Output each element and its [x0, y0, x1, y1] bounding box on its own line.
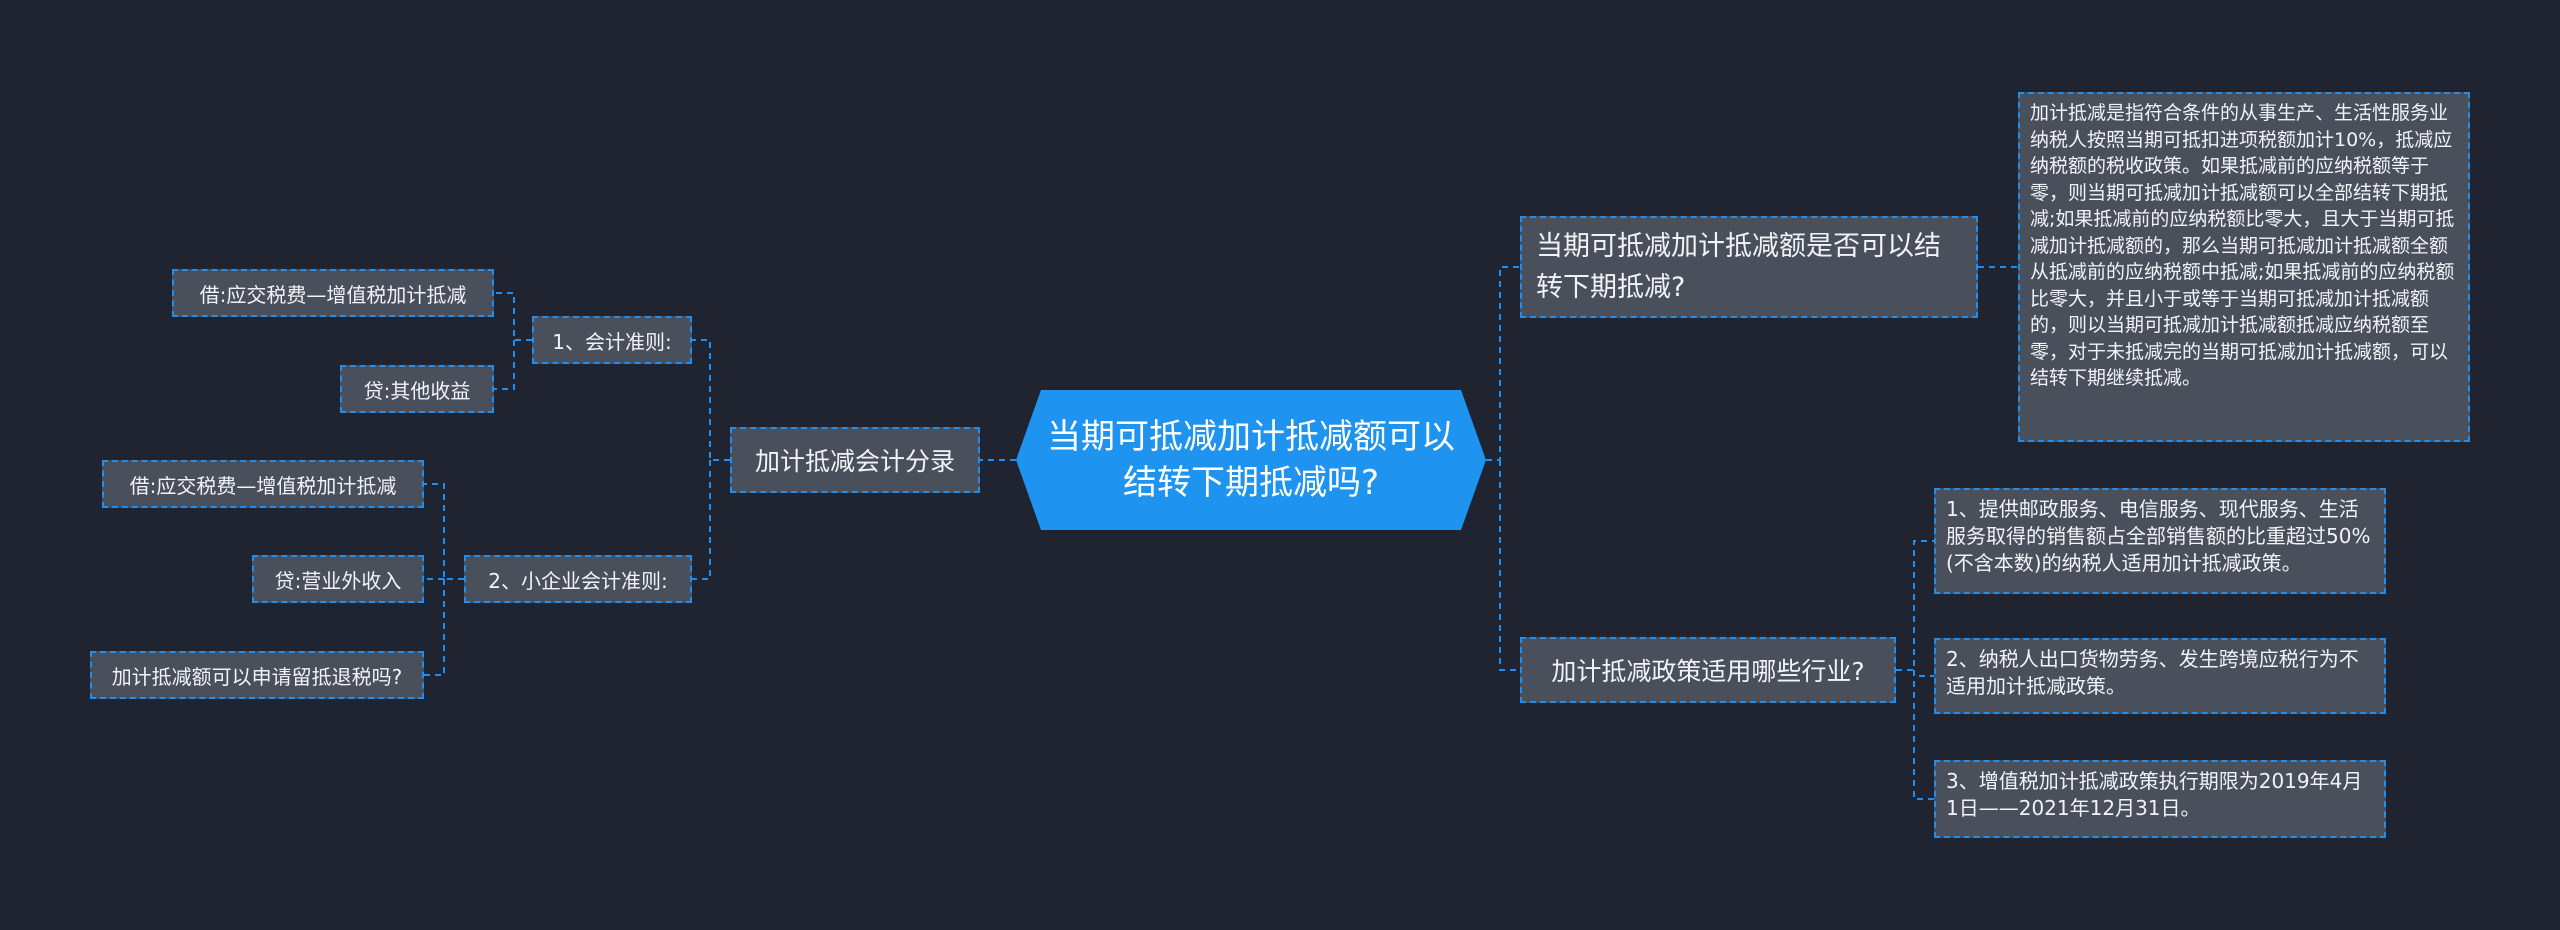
root-topic-label: 当期可抵减加计抵减额可以结转下期抵减吗?: [1047, 417, 1455, 503]
industry-item-2-text: 2、纳税人出口货物劳务、发生跨境应税行为不适用加计抵减政策。: [1946, 647, 2359, 698]
applicable-industries-node[interactable]: 加计抵减政策适用哪些行业?: [1520, 637, 1896, 703]
industry-item-3-node[interactable]: 3、增值税加计抵减政策执行期限为2019年4月1日——2021年12月31日。: [1934, 760, 2386, 838]
accounting-entries-node[interactable]: 加计抵减会计分录: [730, 427, 980, 493]
standard2-debit-node[interactable]: 借:应交税费—增值税加计抵减: [102, 460, 424, 508]
standard1-debit-node[interactable]: 借:应交税费—增值税加计抵减: [172, 269, 494, 317]
carry-forward-question-node[interactable]: 当期可抵减加计抵减额是否可以结转下期抵减?: [1520, 216, 1978, 318]
refund-question-node[interactable]: 加计抵减额可以申请留抵退税吗?: [90, 651, 424, 699]
carry-forward-question-label: 当期可抵减加计抵减额是否可以结转下期抵减?: [1536, 231, 1941, 303]
accounting-standard-node[interactable]: 1、会计准则:: [532, 316, 692, 364]
industry-item-2-node[interactable]: 2、纳税人出口货物劳务、发生跨境应税行为不适用加计抵减政策。: [1934, 638, 2386, 714]
accounting-entries-label: 加计抵减会计分录: [754, 447, 955, 476]
carry-forward-answer-node[interactable]: 加计抵减是指符合条件的从事生产、生活性服务业纳税人按照当期可抵扣进项税额加计10…: [2018, 92, 2470, 442]
standard1-credit-node[interactable]: 贷:其他收益: [340, 365, 494, 413]
accounting-standard-label: 1、会计准则:: [552, 329, 672, 354]
small-enterprise-standard-node[interactable]: 2、小企业会计准则:: [464, 555, 692, 603]
industry-item-1-node[interactable]: 1、提供邮政服务、电信服务、现代服务、生活服务取得的销售额占全部销售额的比重超过…: [1934, 488, 2386, 594]
root-topic[interactable]: 当期可抵减加计抵减额可以结转下期抵减吗?: [1016, 390, 1486, 530]
small-enterprise-standard-label: 2、小企业会计准则:: [488, 568, 668, 593]
industry-item-3-text: 3、增值税加计抵减政策执行期限为2019年4月1日——2021年12月31日。: [1946, 769, 2363, 820]
standard1-credit-label: 贷:其他收益: [363, 378, 471, 403]
standard2-credit-label: 贷:营业外收入: [274, 568, 402, 593]
standard2-debit-label: 借:应交税费—增值税加计抵减: [129, 473, 397, 498]
standard1-debit-label: 借:应交税费—增值税加计抵减: [199, 282, 467, 307]
industry-item-1-text: 1、提供邮政服务、电信服务、现代服务、生活服务取得的销售额占全部销售额的比重超过…: [1946, 497, 2371, 575]
standard2-credit-node[interactable]: 贷:营业外收入: [252, 555, 424, 603]
refund-question-label: 加计抵减额可以申请留抵退税吗?: [111, 664, 403, 689]
carry-forward-answer-text: 加计抵减是指符合条件的从事生产、生活性服务业纳税人按照当期可抵扣进项税额加计10…: [2030, 102, 2455, 389]
applicable-industries-label: 加计抵减政策适用哪些行业?: [1551, 657, 1865, 686]
